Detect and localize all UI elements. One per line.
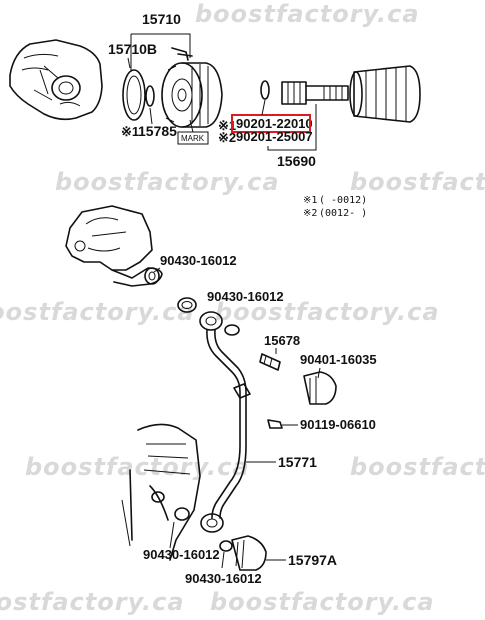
highlight-box bbox=[231, 114, 311, 133]
watermark-text: boostfactory.ca bbox=[210, 588, 435, 616]
leader-line bbox=[153, 267, 161, 273]
leader-line bbox=[127, 57, 131, 69]
o-ring-15710B bbox=[122, 69, 146, 121]
label-90430-16012: 90430-16012 bbox=[160, 253, 237, 268]
label-15710: 15710 bbox=[142, 11, 181, 27]
watermark-text: boostfactory.ca bbox=[215, 298, 440, 326]
washer bbox=[174, 507, 190, 521]
callout-15690: 15690 bbox=[267, 104, 317, 169]
leader-line bbox=[189, 119, 194, 133]
leader-line bbox=[221, 551, 225, 569]
label-90401-16035: 90401-16035 bbox=[300, 352, 377, 367]
callout-90430-16012-c: 90430-16012 bbox=[143, 521, 220, 562]
union-bolt-15690 bbox=[281, 81, 349, 105]
watermark-text: boostfactory.ca bbox=[350, 453, 485, 481]
engine-block-fragment bbox=[9, 39, 103, 121]
label-prefix: ※2 bbox=[218, 130, 236, 145]
washer bbox=[177, 297, 197, 313]
note-text: (0012- ) bbox=[319, 208, 367, 219]
oil-pipe-15771 bbox=[199, 311, 251, 533]
label-15678: 15678 bbox=[264, 333, 300, 348]
label-15771: 15771 bbox=[278, 454, 317, 470]
callout-15710: 15710 bbox=[130, 11, 191, 72]
oil-cooler-15710 bbox=[161, 47, 223, 128]
callout-15710B: 15710B bbox=[108, 41, 157, 69]
label-90201-22010: 90201-22010 bbox=[236, 116, 313, 131]
leader-line bbox=[267, 104, 317, 151]
label-90119-06610: 90119-06610 bbox=[300, 417, 376, 432]
oil-filter bbox=[349, 65, 421, 123]
label-15710B: 15710B bbox=[108, 41, 157, 57]
callout-90430-16012-d: 90430-16012 bbox=[185, 551, 262, 586]
label-prefix: ※1 bbox=[121, 124, 139, 139]
mark-text: MARK bbox=[181, 134, 205, 143]
callout-15797A: 15797A bbox=[231, 535, 337, 571]
note-symbol: ※2 bbox=[303, 208, 317, 219]
watermark-text: boostfactory.ca bbox=[195, 0, 420, 28]
callout-15785: ※1 15785 bbox=[121, 107, 177, 139]
watermark-text: boostfactory.ca bbox=[0, 588, 185, 616]
label-15797A: 15797A bbox=[288, 552, 337, 568]
bolt bbox=[267, 419, 283, 429]
washer bbox=[224, 324, 240, 336]
label-90201-25007: 90201-25007 bbox=[236, 129, 313, 144]
washer bbox=[151, 491, 165, 503]
note-text: ( -0012) bbox=[319, 195, 367, 206]
callout-90401-16035: 90401-16035 bbox=[300, 352, 377, 405]
applicability-notes: ※1 ( -0012) ※2 (0012- ) bbox=[303, 195, 367, 219]
label-90430-16012: 90430-16012 bbox=[143, 547, 220, 562]
note-symbol: ※1 bbox=[303, 195, 317, 206]
leader-line bbox=[169, 521, 175, 549]
watermark-text: boostfactory.ca bbox=[25, 453, 250, 481]
callout-90201-22010: ※1 90201-22010 bbox=[218, 99, 313, 133]
leader-line bbox=[261, 99, 266, 116]
callout-15678: 15678 bbox=[259, 333, 300, 371]
leader-line bbox=[149, 107, 153, 125]
turbo-housing bbox=[65, 205, 163, 287]
callout-90430-16012-b: 90430-16012 bbox=[207, 289, 284, 304]
label-90430-16012: 90430-16012 bbox=[185, 571, 262, 586]
watermark-text: boostfactory.ca bbox=[55, 168, 280, 196]
label-15785: 15785 bbox=[138, 123, 177, 139]
leader-line bbox=[131, 33, 191, 58]
union-fitting bbox=[259, 353, 281, 371]
mark-label: MARK bbox=[177, 119, 209, 145]
label-90430-16012: 90430-16012 bbox=[207, 289, 284, 304]
o-ring-15785 bbox=[145, 85, 155, 107]
watermark-text: boostfactory.ca bbox=[350, 168, 485, 196]
watermark-text: boostfactory.ca bbox=[0, 298, 195, 326]
callout-90201-25007: ※2 90201-25007 bbox=[218, 129, 313, 145]
banjo-bolt bbox=[303, 371, 337, 405]
callout-90430-16012-a: 90430-16012 bbox=[153, 253, 237, 273]
callout-90119-06610: 90119-06610 bbox=[267, 417, 376, 432]
callout-15771: 15771 bbox=[246, 454, 317, 470]
banjo-bolt-15797A bbox=[231, 535, 267, 571]
label-15690: 15690 bbox=[277, 153, 316, 169]
washer bbox=[219, 540, 233, 552]
gasket-ring bbox=[260, 80, 270, 100]
engine-block-lower bbox=[121, 423, 201, 561]
